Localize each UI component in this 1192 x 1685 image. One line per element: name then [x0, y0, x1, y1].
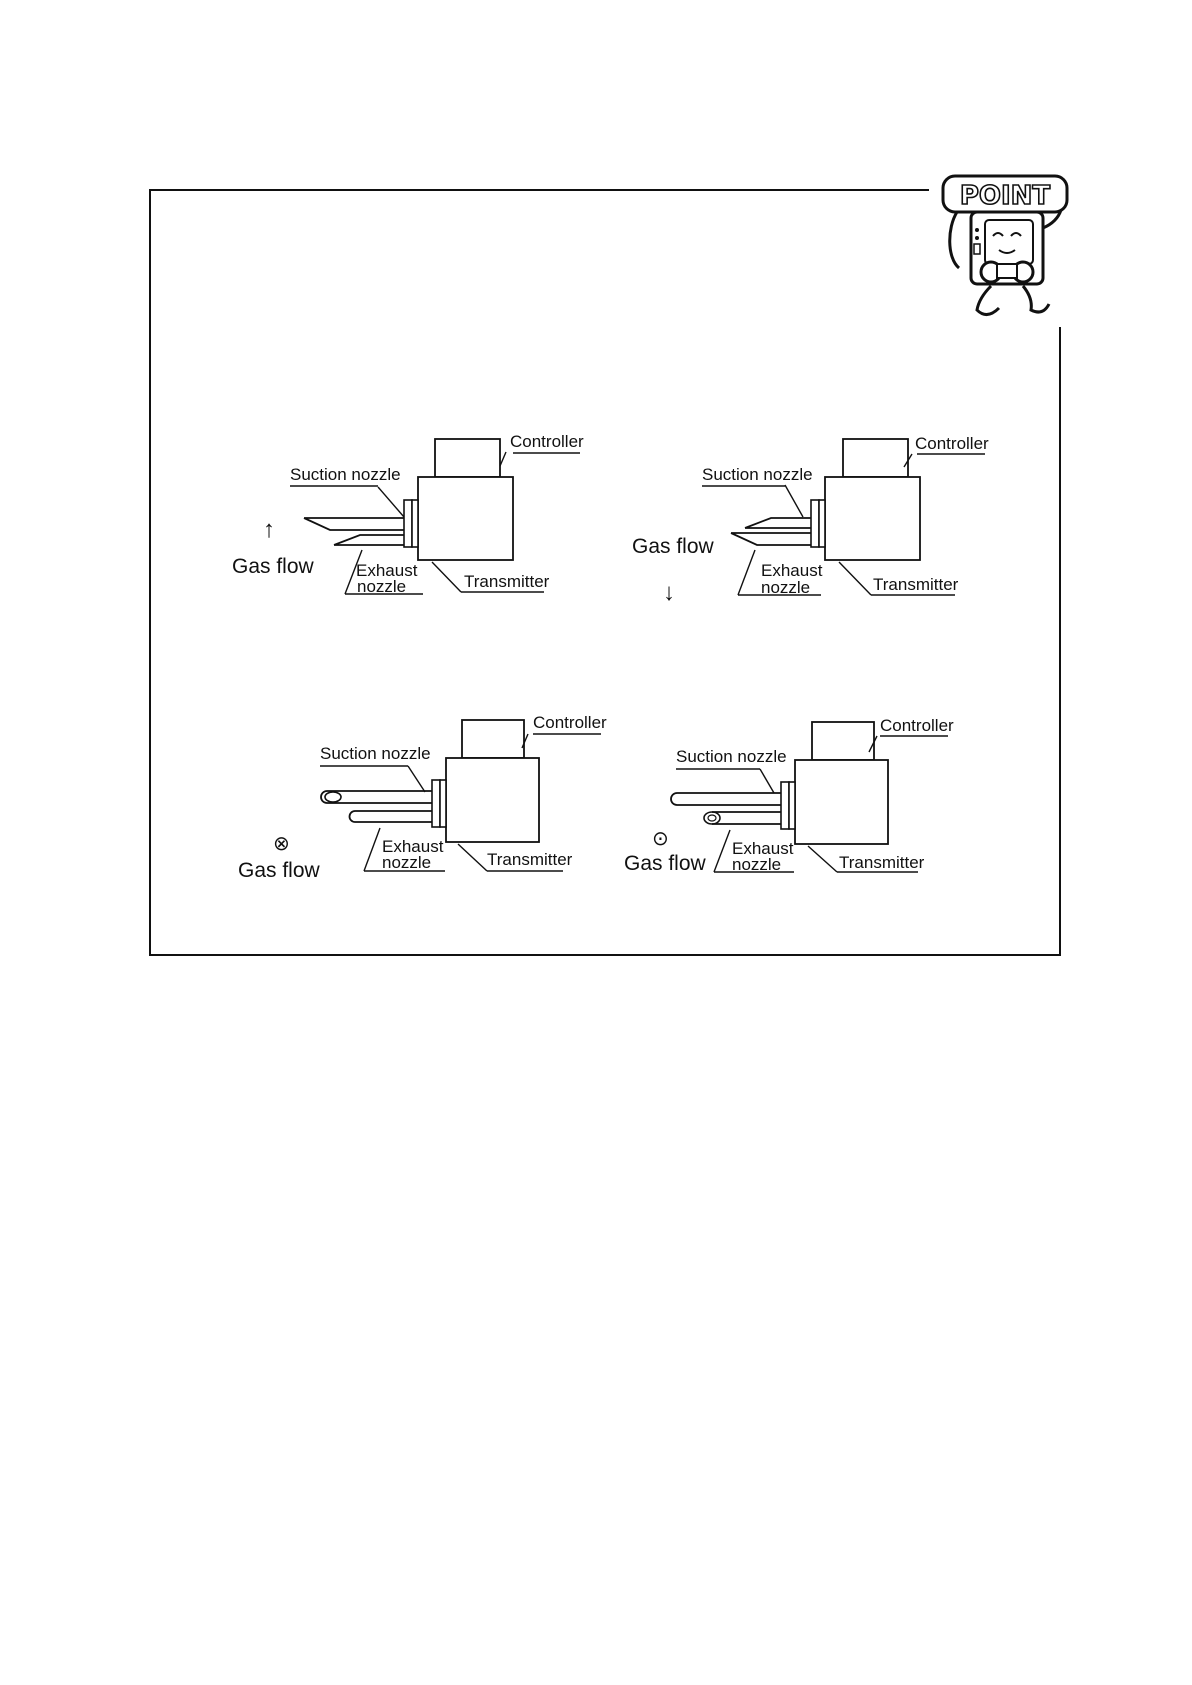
- label-transmitter: Transmitter: [873, 575, 959, 594]
- diagram-gas-flow-into-page: Controller Suction nozzle ⊗ Gas flow Exh…: [225, 700, 615, 890]
- label-nozzle: nozzle: [357, 577, 406, 596]
- suction-nozzle-pipe: [304, 518, 404, 530]
- controller-box: [812, 722, 874, 760]
- label-nozzle: nozzle: [732, 855, 781, 874]
- flange: [404, 500, 412, 547]
- exhaust-nozzle-pipe: [350, 811, 433, 822]
- flange: [811, 500, 819, 547]
- exhaust-nozzle-pipe: [334, 535, 404, 545]
- transmitter-box: [825, 477, 920, 560]
- diagram-gas-flow-up: Controller Suction nozzle ↑ Gas flow Exh…: [220, 425, 610, 615]
- label-transmitter: Transmitter: [839, 853, 925, 872]
- exhaust-nozzle-pipe: [731, 533, 811, 545]
- symbol-out-of-page: ⊙: [652, 828, 669, 850]
- label-controller: Controller: [510, 432, 584, 451]
- exhaust-nozzle-pipe: [712, 812, 781, 824]
- transmitter-box: [795, 760, 888, 844]
- label-gas-flow: Gas flow: [232, 555, 315, 578]
- point-mascot-icon: POINT: [935, 168, 1075, 330]
- symbol-arrow-down: ↓: [663, 579, 675, 606]
- flange: [432, 780, 440, 827]
- label-controller: Controller: [880, 716, 954, 735]
- symbol-into-page: ⊗: [273, 833, 290, 855]
- suction-nozzle-pipe: [745, 518, 811, 528]
- label-gas-flow: Gas flow: [238, 859, 321, 882]
- symbol-arrow-up: ↑: [263, 516, 275, 543]
- label-suction-nozzle: Suction nozzle: [676, 747, 787, 766]
- suction-nozzle-pipe: [671, 793, 781, 805]
- label-suction-nozzle: Suction nozzle: [702, 465, 813, 484]
- label-controller: Controller: [915, 434, 989, 453]
- point-box-top-rule: [149, 189, 929, 191]
- label-nozzle: nozzle: [761, 578, 810, 597]
- label-suction-nozzle: Suction nozzle: [320, 744, 431, 763]
- diagram-gas-flow-down: Controller Suction nozzle Gas flow ↓ Exh…: [625, 425, 1015, 615]
- controller-box: [843, 439, 908, 477]
- controller-box: [462, 720, 524, 758]
- mascot-badge-text: POINT: [960, 181, 1051, 211]
- label-gas-flow: Gas flow: [632, 535, 715, 558]
- label-controller: Controller: [533, 713, 607, 732]
- transmitter-box: [418, 477, 513, 560]
- label-nozzle: nozzle: [382, 853, 431, 872]
- label-transmitter: Transmitter: [487, 850, 573, 869]
- transmitter-box: [446, 758, 539, 842]
- flange: [781, 782, 789, 829]
- label-suction-nozzle: Suction nozzle: [290, 465, 401, 484]
- diagram-gas-flow-out-of-page: Controller Suction nozzle ⊙ Gas flow Exh…: [612, 700, 1002, 890]
- label-gas-flow: Gas flow: [624, 852, 707, 875]
- label-transmitter: Transmitter: [464, 572, 550, 591]
- controller-box: [435, 439, 500, 477]
